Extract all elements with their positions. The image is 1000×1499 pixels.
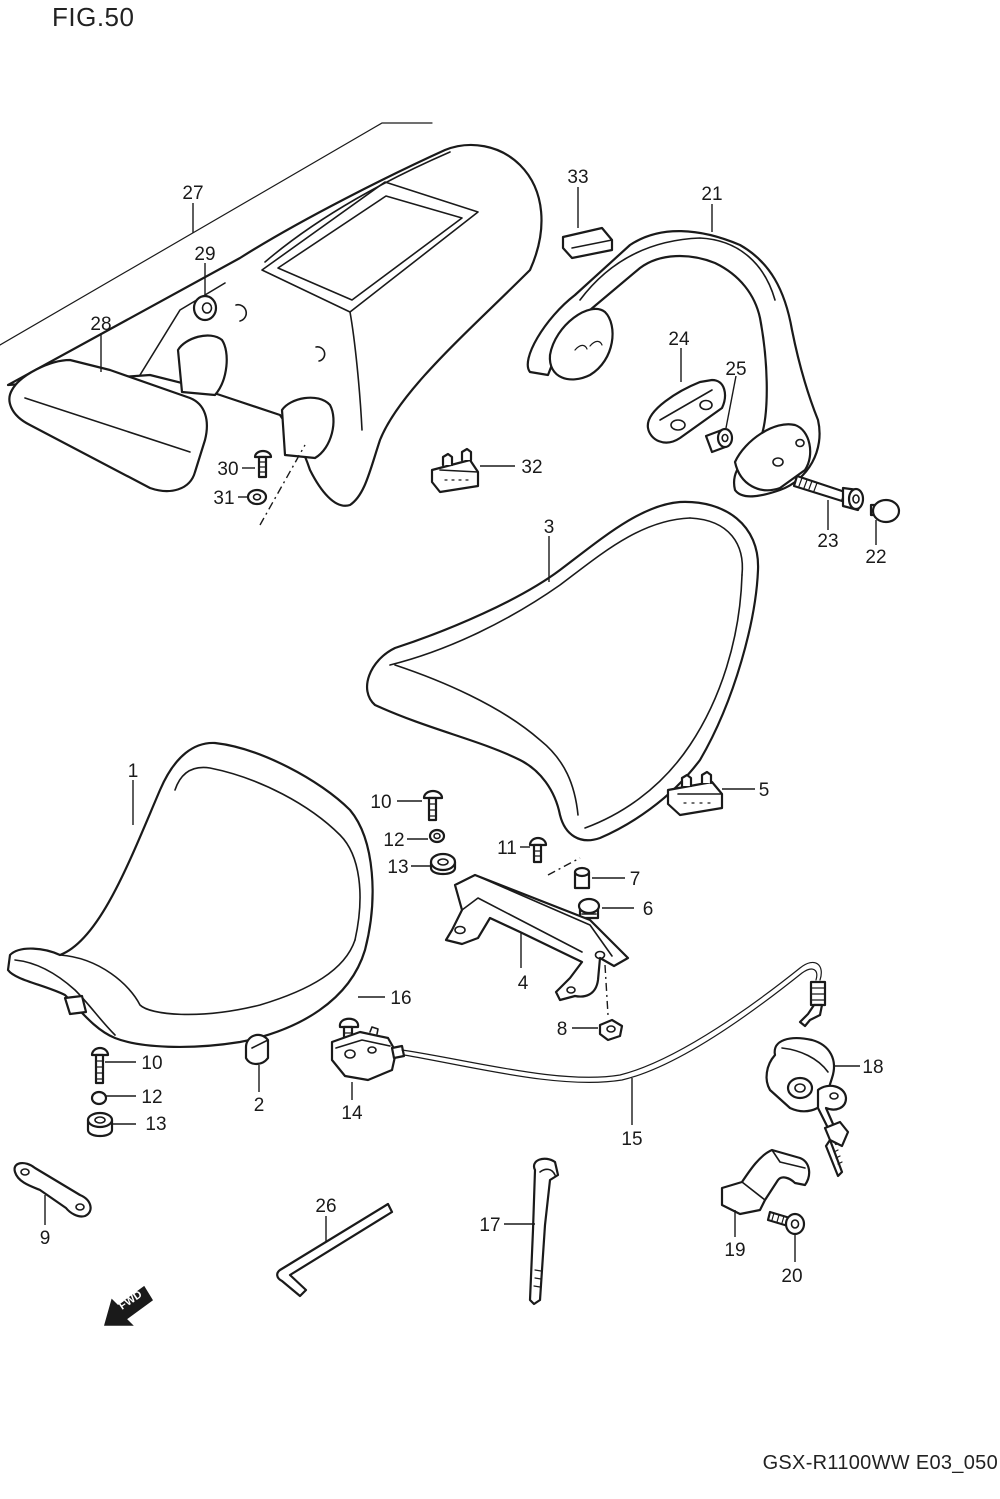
part-5-seat-cushion-block[interactable] — [666, 770, 724, 817]
callout-30: 30 — [217, 459, 238, 480]
part-13-rubber-cushion-upper[interactable] — [429, 852, 457, 876]
callout-17: 17 — [479, 1215, 500, 1236]
part-18-seat-lock-cylinder[interactable] — [765, 1037, 850, 1178]
model-code-footer: GSX-R1100WW E03_050 — [762, 1452, 998, 1474]
part-30-cover-screw[interactable] — [253, 449, 273, 479]
part-26-hex-wrench[interactable] — [276, 1202, 394, 1298]
part-22-bolt-cap[interactable] — [869, 498, 901, 524]
part-27-seat-tail-cover[interactable] — [0, 122, 543, 507]
callout-21: 21 — [701, 184, 722, 205]
part-11-bracket-screw[interactable] — [528, 836, 548, 864]
part-20-lock-bracket-bolt[interactable] — [766, 1210, 806, 1236]
callout-24: 24 — [668, 329, 690, 350]
part-13-rubber-cushion-lower[interactable] — [86, 1111, 114, 1138]
callout-6: 6 — [643, 899, 654, 920]
callout-8: 8 — [557, 1019, 568, 1040]
callout-7: 7 — [630, 869, 641, 890]
callout-16: 16 — [390, 988, 411, 1009]
part-10-screw-lower[interactable] — [90, 1046, 110, 1085]
figure-title: FIG.50 — [52, 2, 135, 32]
callout-15: 15 — [621, 1129, 642, 1150]
part-9-seat-hook[interactable] — [13, 1162, 92, 1218]
part-33-grip-cushion[interactable] — [561, 226, 614, 260]
callout-25: 25 — [725, 359, 746, 380]
nut-axis-line — [604, 964, 609, 1016]
callout-9: 9 — [40, 1228, 51, 1249]
callout-2: 2 — [254, 1095, 265, 1116]
part-28-tail-cover-pad[interactable] — [8, 358, 208, 493]
part-14-seat-lock-assembly[interactable] — [330, 1026, 406, 1082]
callout-10-upper: 10 — [370, 792, 391, 813]
part-3-rear-seat[interactable] — [366, 500, 760, 842]
callout-13-upper: 13 — [387, 857, 408, 878]
part-6-bracket-nut[interactable] — [577, 897, 601, 920]
part-10-screw-upper[interactable] — [422, 789, 444, 822]
callout-1: 1 — [128, 761, 139, 782]
part-12-washer-lower[interactable] — [90, 1090, 108, 1106]
part-17-cable-clamp[interactable] — [528, 1157, 560, 1306]
part-21-pillion-grip-rail[interactable] — [526, 230, 821, 498]
part-4-seat-bracket[interactable] — [444, 873, 630, 1002]
callout-33: 33 — [567, 167, 588, 188]
callout-3: 3 — [544, 517, 555, 538]
callout-13-lower: 13 — [145, 1114, 166, 1135]
callout-28: 28 — [90, 314, 111, 335]
callout-numbers: 27 29 28 30 31 32 33 21 24 25 23 22 3 5 … — [40, 167, 887, 1287]
callout-26: 26 — [315, 1196, 336, 1217]
callout-20: 20 — [781, 1266, 802, 1287]
callout-29: 29 — [194, 244, 215, 265]
callout-22: 22 — [865, 547, 886, 568]
part-8-bracket-flange-nut[interactable] — [598, 1018, 624, 1042]
part-29-cover-grommet[interactable] — [192, 294, 218, 322]
callout-5: 5 — [759, 780, 770, 801]
part-19-lock-bracket[interactable] — [720, 1148, 811, 1216]
part-15-seat-lock-cable[interactable] — [401, 961, 827, 1083]
screw-axis-line — [259, 444, 306, 526]
callout-11: 11 — [497, 838, 517, 859]
forward-direction-arrow-icon: FWD — [104, 1285, 154, 1326]
callout-14: 14 — [341, 1103, 363, 1124]
part-23-grip-bolt[interactable] — [792, 474, 865, 512]
part-31-cover-washer[interactable] — [246, 488, 268, 506]
callout-27: 27 — [182, 183, 203, 204]
callout-19: 19 — [724, 1240, 745, 1261]
part-25-grip-collar[interactable] — [704, 427, 734, 454]
callout-12-upper: 12 — [383, 830, 404, 851]
part-12-washer-upper[interactable] — [428, 828, 446, 844]
part-1-front-seat[interactable] — [6, 741, 374, 1049]
callout-18: 18 — [862, 1057, 883, 1078]
part-32-cover-cushion-block[interactable] — [430, 447, 480, 494]
part-7-spacer-collar[interactable] — [573, 866, 591, 890]
callout-31: 31 — [213, 488, 234, 509]
screw-axis-line-2 — [547, 857, 581, 876]
part-24-grip-spacer[interactable] — [646, 378, 727, 444]
callout-12-lower: 12 — [141, 1087, 162, 1108]
callout-32: 32 — [521, 457, 542, 478]
callout-4: 4 — [518, 973, 529, 994]
part-2-seat-cushion-rubber[interactable] — [244, 1033, 270, 1066]
callout-leader-lines — [44, 187, 877, 1262]
callout-10-lower: 10 — [141, 1053, 162, 1074]
callout-23: 23 — [817, 531, 838, 552]
